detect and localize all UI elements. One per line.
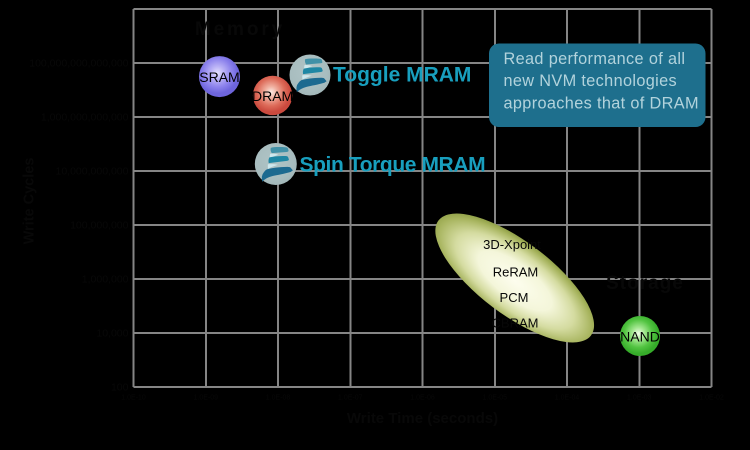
svg-text:Spin Torque MRAM: Spin Torque MRAM [300,154,486,177]
svg-text:1.0E-08: 1.0E-08 [266,395,291,402]
svg-text:NAND: NAND [620,329,660,345]
svg-text:new NVM technologies: new NVM technologies [504,72,678,90]
svg-text:PCM: PCM [500,290,529,305]
svg-text:100,000,000: 100,000,000 [70,220,129,232]
svg-text:Memory: Memory [195,19,285,40]
svg-text:Read performance of all: Read performance of all [504,50,686,68]
svg-text:1.0E-05: 1.0E-05 [482,395,507,402]
svg-text:1,000,000,000,000: 1,000,000,000,000 [41,112,129,124]
svg-text:ReRAM: ReRAM [493,265,539,280]
svg-text:10,000: 10,000 [96,328,128,340]
svg-text:1.0E-06: 1.0E-06 [410,395,435,402]
svg-text:100: 100 [111,382,129,394]
svg-text:1.0E-07: 1.0E-07 [338,395,363,402]
svg-text:1.0E-10: 1.0E-10 [121,395,146,402]
svg-text:1.0E-04: 1.0E-04 [555,395,580,402]
svg-text:1.0E-02: 1.0E-02 [699,395,724,402]
svg-text:1.0E-03: 1.0E-03 [627,395,652,402]
svg-text:Write Time (seconds): Write Time (seconds) [347,410,498,427]
svg-text:DRAM: DRAM [252,88,293,104]
svg-text:Toggle MRAM: Toggle MRAM [333,64,471,87]
svg-text:Write Cycles: Write Cycles [22,158,38,245]
svg-text:SRAM: SRAM [199,69,239,85]
svg-text:Storage: Storage [606,273,684,294]
svg-text:CBRAM: CBRAM [492,316,539,331]
svg-text:10,000,000,000: 10,000,000,000 [56,166,129,178]
svg-text:1.0E-09: 1.0E-09 [193,395,218,402]
svg-text:3D-Xpoint: 3D-Xpoint [483,237,541,252]
svg-text:100,000,000,000,000: 100,000,000,000,000 [29,58,128,70]
svg-text:approaches that of DRAM: approaches that of DRAM [504,94,699,112]
svg-text:1,000,000: 1,000,000 [82,274,129,286]
